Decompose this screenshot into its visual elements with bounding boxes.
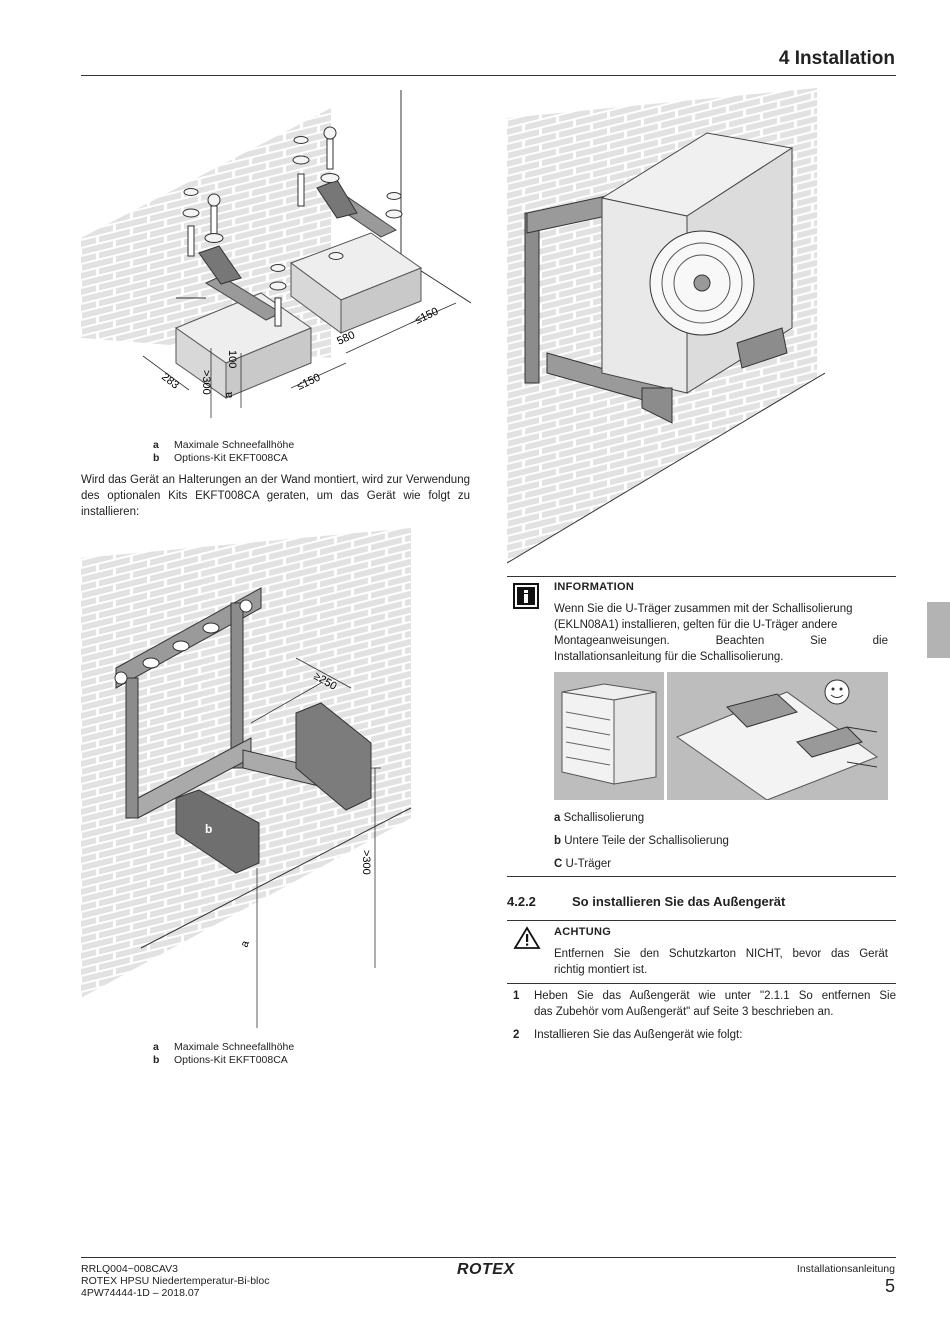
info-text: Wenn Sie die U-Träger zusammen mit der S… xyxy=(554,603,888,663)
info-legend: a Schallisolierung b Untere Teile der Sc… xyxy=(554,812,729,870)
brick-wall-back xyxy=(81,108,331,358)
dim-a: a xyxy=(223,391,235,398)
dim-300-wall: >300 xyxy=(360,850,372,875)
caution-rule-bottom xyxy=(507,983,896,984)
image-u-carrier-installation xyxy=(667,672,888,800)
label-b: b xyxy=(205,822,212,836)
caution-text: Entfernen Sie den Schutzkarton NICHT, be… xyxy=(554,948,888,976)
dim-100: 100 xyxy=(226,350,238,368)
intro-paragraph: Wird das Gerät an Halterungen an der Wan… xyxy=(81,474,470,518)
caution-title: ACHTUNG xyxy=(554,926,612,938)
chapter-tab xyxy=(927,602,950,658)
rotex-logo: ROTEX xyxy=(457,1261,515,1278)
figure-floor-mounting: 283 100 >300 a 580 ≤150 ≤150 xyxy=(81,90,471,433)
section-title: So installieren Sie das Außengerät xyxy=(572,894,786,909)
dim-300: >300 xyxy=(200,370,212,395)
dim-150-side: ≤150 xyxy=(413,306,440,327)
step-1: 1 Heben Sie das Außengerät wie unter "2.… xyxy=(513,990,896,1018)
outdoor-unit xyxy=(600,132,794,394)
dim-a-wall: a xyxy=(239,938,253,949)
info-title: INFORMATION xyxy=(554,581,635,593)
image-sound-insulation xyxy=(554,672,664,800)
footer-left: RRLQ004~008CAV3 ROTEX HPSU Niedertempera… xyxy=(81,1263,270,1299)
footer-rule xyxy=(81,1257,896,1258)
step-2: 2 Installieren Sie das Außengerät wie fo… xyxy=(513,1029,743,1041)
caution-rule xyxy=(507,920,896,921)
u-tray-left xyxy=(175,789,260,874)
figure-outdoor-unit-wall xyxy=(507,88,825,564)
ok-smiley-icon xyxy=(824,679,850,705)
page-number: 5 xyxy=(884,1276,895,1296)
warning-icon xyxy=(513,926,541,949)
info-rule-bottom xyxy=(507,876,896,877)
info-icon xyxy=(513,583,539,609)
section-number: 4.2.2 xyxy=(507,894,536,909)
u-tray-right xyxy=(295,702,372,811)
figure-wall-mounting: b ≥250 >300 a xyxy=(81,528,412,1028)
footer-doc-type: Installationsanleitung xyxy=(796,1263,895,1275)
concrete-block-right xyxy=(289,232,423,334)
chapter-title: 4 Installation xyxy=(778,48,895,69)
header-rule xyxy=(81,75,896,76)
info-rule xyxy=(507,576,896,577)
dim-580: 580 xyxy=(335,329,357,348)
